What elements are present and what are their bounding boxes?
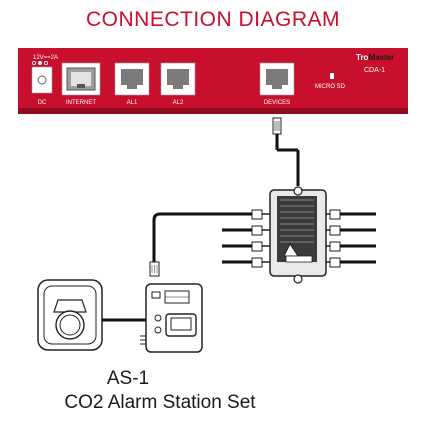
- al2-label: AL2: [173, 100, 184, 106]
- micro-sd-label: MICRO SD: [315, 84, 346, 90]
- al1-label: AL1: [127, 100, 138, 106]
- brand-logo: TroMaster: [356, 53, 394, 62]
- polarity-icon: [32, 61, 49, 66]
- dc-port: DC: [31, 66, 53, 106]
- control-box: [140, 283, 203, 353]
- micro-sd-slot: MICRO SD: [315, 73, 346, 90]
- hub-left-cables: [152, 212, 252, 264]
- device-hub: [251, 186, 341, 284]
- devices-cable: [272, 117, 300, 186]
- devices-port: DEVICES: [259, 62, 295, 106]
- device-description: CO2 Alarm Station Set: [64, 392, 256, 413]
- strobe-siren: [37, 279, 103, 351]
- as1-cable-plug: [149, 261, 160, 277]
- al2-port: AL2: [160, 62, 196, 106]
- internet-port: INTERNET: [61, 62, 101, 106]
- device-name: AS-1: [106, 368, 150, 389]
- panel-bottom-edge: [18, 108, 408, 114]
- internet-label: INTERNET: [66, 100, 96, 106]
- power-rating-label: 12V==2A: [33, 55, 58, 61]
- devices-label: DEVICES: [264, 100, 290, 106]
- al1-port: AL1: [114, 62, 150, 106]
- as1-alarm-station: [37, 279, 203, 353]
- controller-panel: 12V==2A DC INTERNET AL1: [18, 48, 408, 114]
- dc-label: DC: [38, 100, 47, 106]
- model-label: CDA-1: [364, 67, 385, 74]
- diagram-title: CONNECTION DIAGRAM: [85, 8, 340, 31]
- hub-right-cables: [340, 212, 376, 264]
